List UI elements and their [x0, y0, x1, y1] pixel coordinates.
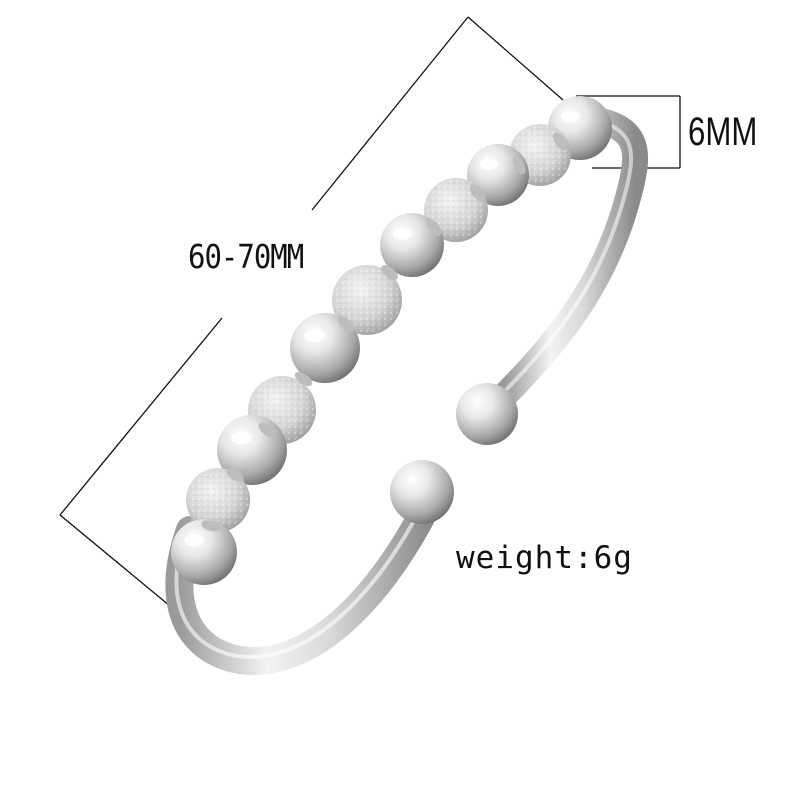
- spacer-ring: [469, 184, 485, 201]
- polished-bead: [380, 213, 444, 277]
- spacer-ring: [294, 371, 313, 387]
- bead-highlight: [392, 228, 412, 240]
- bead-highlight: [479, 158, 499, 170]
- spacer-ring: [337, 316, 355, 332]
- spacer-ring: [258, 422, 276, 438]
- bead-highlight: [184, 534, 205, 547]
- weight-label: weight:6g: [456, 540, 633, 576]
- diameter-label: 60-70MM: [188, 238, 304, 277]
- spacer-ring: [226, 468, 244, 482]
- bead-highlight: [231, 431, 252, 445]
- frosted-bead-texture: [426, 180, 486, 240]
- end-cap-right: [456, 383, 518, 445]
- end-cap-left: [390, 460, 454, 524]
- diameter-dimension-lines: [59, 16, 564, 607]
- spacer-ring: [512, 155, 526, 175]
- bead-size-label: 6MM: [688, 110, 758, 154]
- spacer-ring: [426, 219, 442, 236]
- bracelet-wire: [165, 105, 648, 675]
- spacer-ring: [553, 132, 567, 151]
- polished-bead: [171, 519, 237, 585]
- spacer-ring: [201, 520, 221, 532]
- frosted-bead-texture: [188, 470, 248, 530]
- bead-highlight: [304, 329, 325, 343]
- frosted-bead-texture: [334, 267, 400, 333]
- bead-spacers: [201, 132, 567, 532]
- bracelet-end-caps: [390, 383, 518, 524]
- spacer-ring: [381, 265, 398, 280]
- bead-highlight: [560, 111, 581, 123]
- polished-bead: [290, 313, 360, 383]
